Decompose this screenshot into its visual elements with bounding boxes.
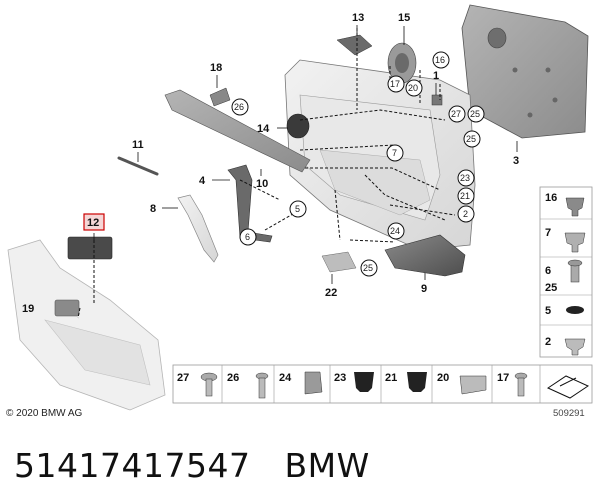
callout-23: 23 <box>460 173 470 183</box>
brand-label: BMW <box>284 445 370 485</box>
callout-12: 12 <box>87 217 99 229</box>
membrane-part <box>461 4 589 139</box>
bracket-part <box>227 164 273 243</box>
bottom-legend-21: 21 <box>385 372 397 384</box>
bottom-legend-27: 27 <box>177 372 189 384</box>
part-number: 51417417547 <box>14 445 251 485</box>
door-trim-panel <box>284 59 476 251</box>
bottom-legend-17: 17 <box>497 372 509 384</box>
side-legend: 16 7 6 25 5 2 <box>539 186 593 358</box>
leader-lines <box>77 28 456 319</box>
bottom-legend-24: 24 <box>279 372 292 384</box>
diagram-number: 509291 <box>553 408 585 419</box>
callout-19: 19 <box>22 303 34 315</box>
switch-part <box>209 87 231 107</box>
side-legend-5: 5 <box>545 305 551 317</box>
callout-24: 24 <box>390 226 400 236</box>
bottom-legend-23: 23 <box>334 372 346 384</box>
callout-7: 7 <box>392 148 397 158</box>
door-panel-left <box>7 239 166 411</box>
callout-1: 1 <box>433 70 439 82</box>
callout-16: 16 <box>435 55 445 65</box>
callout-4: 4 <box>199 175 206 187</box>
callout-10: 10 <box>256 178 268 190</box>
callout-11: 11 <box>132 139 144 151</box>
window-switch-part <box>67 236 113 260</box>
callout-25b: 25 <box>466 134 476 144</box>
side-legend-16: 16 <box>545 192 557 204</box>
bottom-legend-26: 26 <box>227 372 239 384</box>
callout-13: 13 <box>352 12 364 24</box>
cover-part <box>336 34 373 56</box>
bottom-legend-20: 20 <box>437 372 449 384</box>
callout-18: 18 <box>210 62 222 74</box>
callout-27: 27 <box>451 109 461 119</box>
callout-8: 8 <box>150 203 156 215</box>
clip-part <box>431 94 443 106</box>
clip-part-22 <box>321 251 357 273</box>
grab-handle-part <box>177 194 219 263</box>
callout-14: 14 <box>257 123 270 135</box>
caption: 51417417547 BMW <box>14 440 594 490</box>
circled-callouts <box>231 51 485 277</box>
rod-part <box>117 156 159 176</box>
callout-15: 15 <box>398 12 410 24</box>
callout-20: 20 <box>408 83 418 93</box>
callout-5: 5 <box>295 204 300 214</box>
callout-3: 3 <box>513 155 519 167</box>
callout-25a: 25 <box>470 109 480 119</box>
callout-12-highlight <box>83 213 105 231</box>
callout-22: 22 <box>325 287 337 299</box>
callout-25c: 25 <box>363 263 373 273</box>
armrest-part <box>384 234 466 277</box>
callout-9: 9 <box>421 283 427 295</box>
callout-17: 17 <box>390 79 400 89</box>
side-legend-25: 25 <box>545 282 557 294</box>
solid-leaders <box>93 25 518 284</box>
trim-strip-part <box>164 89 311 173</box>
callout-21: 21 <box>460 191 470 201</box>
side-legend-6: 6 <box>545 265 551 277</box>
side-legend-7: 7 <box>545 227 551 239</box>
bottom-legend: 27 26 24 23 21 20 17 <box>172 364 593 404</box>
callout-6: 6 <box>245 232 250 242</box>
callout-2: 2 <box>463 209 468 219</box>
callout-26: 26 <box>234 102 244 112</box>
copyright-text: © 2020 BMW AG <box>6 408 83 419</box>
parts-diagram: 13 15 1 18 14 11 10 4 8 3 22 9 19 12 16 … <box>6 4 593 419</box>
side-legend-2: 2 <box>545 336 551 348</box>
